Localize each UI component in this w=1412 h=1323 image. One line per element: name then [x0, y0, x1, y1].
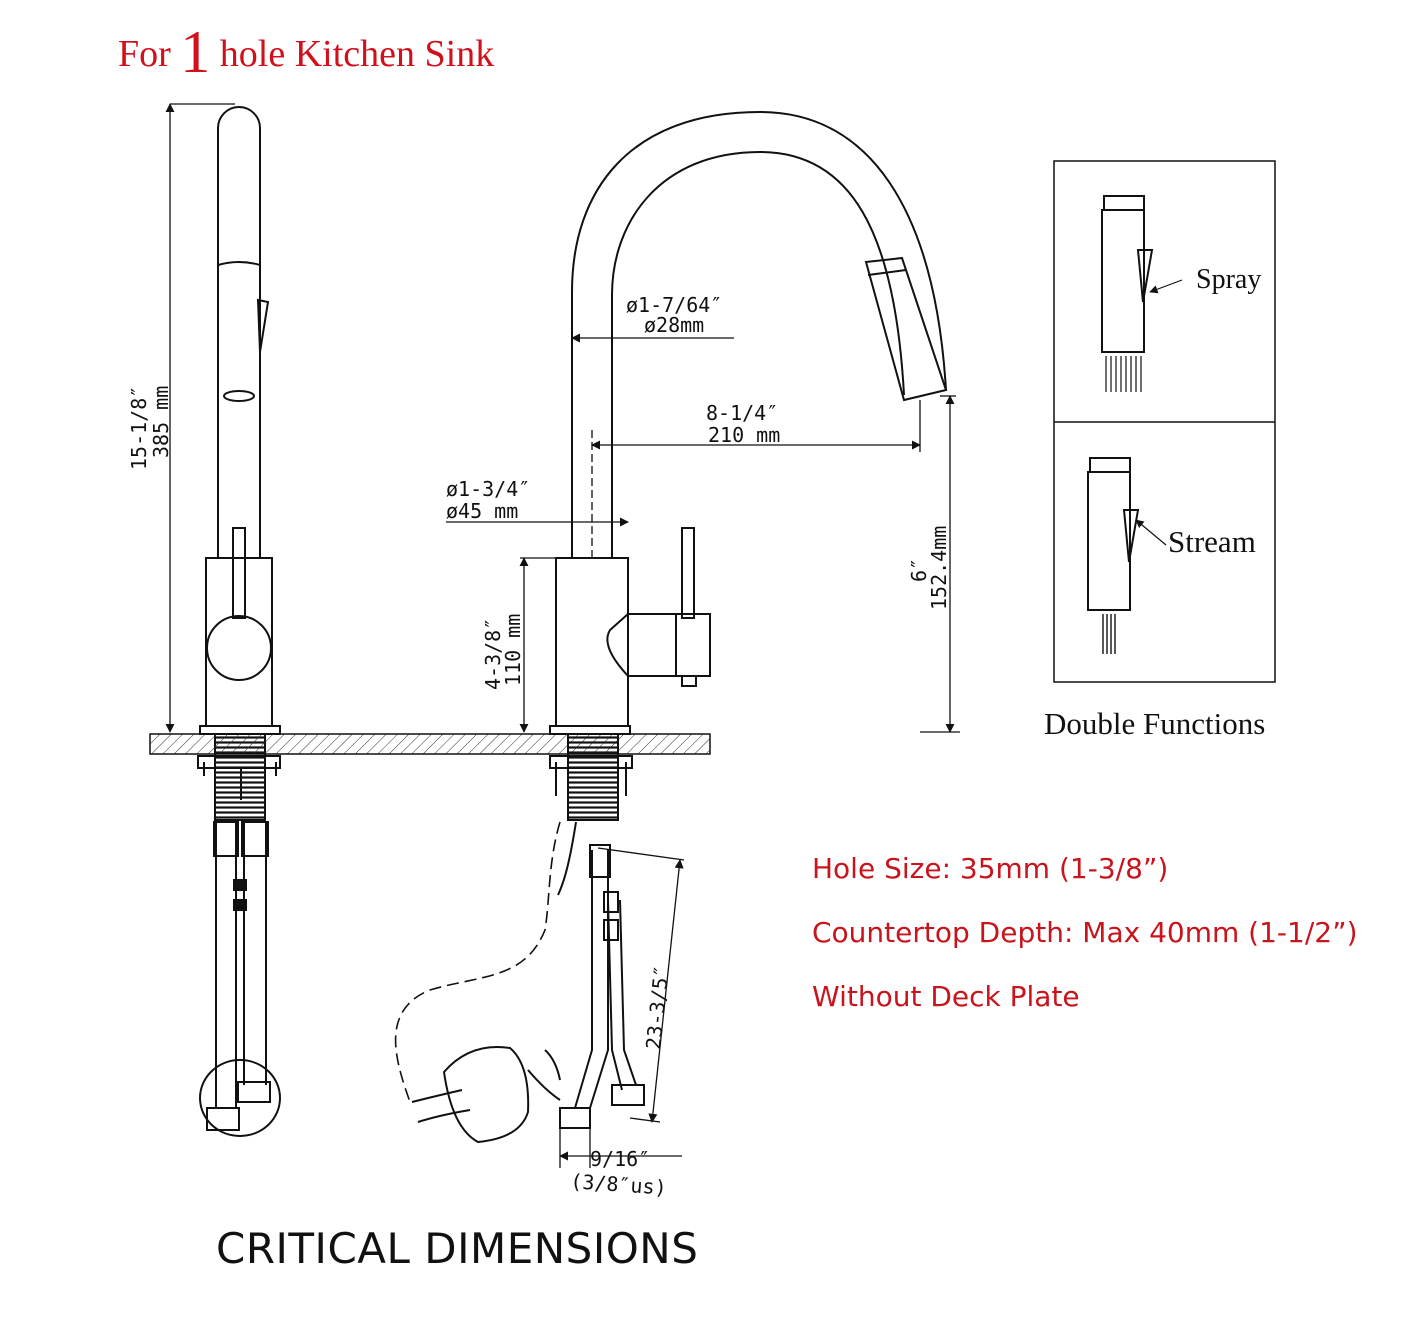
side-spray-outlet: [223, 390, 255, 402]
front-handle-cap: [675, 613, 711, 677]
note-deck-plate: Without Deck Plate: [812, 980, 1080, 1013]
countertop: [149, 733, 711, 755]
side-hose-nut-1: [206, 1107, 240, 1131]
front-mount-nut: [549, 755, 633, 769]
front-base: [549, 725, 631, 735]
double-functions-caption: Double Functions: [1044, 706, 1266, 741]
dim-reach-mm: 210 mm: [708, 423, 780, 447]
dim-spout-dia-in: ø1-7/64″: [626, 293, 722, 317]
front-shank-thread: [567, 733, 619, 821]
dim-total-height-mm: 385 mm: [149, 386, 173, 458]
side-handle-lever: [232, 527, 246, 619]
dim-body-height-in: 4-3/8″: [481, 618, 505, 690]
dim-connector-in: 9/16″: [590, 1147, 650, 1171]
note-countertop-depth: Countertop Depth: Max 40mm (1-1/2”): [812, 916, 1358, 949]
title-suffix: hole Kitchen Sink: [219, 33, 495, 75]
stream-label: Stream: [1168, 524, 1256, 559]
stream-head-illustration: [1087, 457, 1167, 654]
dim-body-height-mm: 110 mm: [501, 614, 525, 686]
double-function-panel: [1053, 160, 1276, 683]
side-base: [199, 725, 281, 735]
side-hose-loop: [199, 1059, 281, 1137]
title-prefix: For: [118, 33, 171, 75]
dim-body-dia-mm: ø45 mm: [446, 499, 518, 523]
spray-label: Spray: [1196, 264, 1261, 295]
front-body: [555, 557, 629, 727]
front-supply-hose-1: [574, 850, 609, 1109]
dim-reach-in: 8-1/4″: [706, 401, 778, 425]
side-sprayhead-joint: [217, 261, 261, 266]
front-spout-outer: [571, 110, 947, 558]
spray-head-illustration: [1101, 195, 1183, 392]
front-handle-lever: [681, 527, 695, 619]
front-hose-weight: [442, 1046, 530, 1144]
dim-total-height-in: 15-1/8″: [127, 386, 151, 470]
dim-spout-height-mm: 152.4mm: [927, 526, 951, 610]
dim-hose-length-in: 23-3/5″: [641, 964, 674, 1050]
front-spout-inner: [611, 150, 905, 558]
dimension-lines: [165, 103, 960, 1168]
side-mount-nut: [197, 755, 281, 769]
side-hose-nut-2: [237, 1081, 271, 1103]
side-handle-knob: [206, 615, 272, 681]
side-spray-trigger: [256, 298, 270, 353]
side-hose-right: [243, 822, 267, 1085]
dim-spout-height-in: 6″: [907, 558, 931, 582]
side-view: [197, 106, 281, 1137]
dim-body-dia-in: ø1-3/4″: [446, 477, 530, 501]
side-body: [205, 557, 273, 727]
front-supply-nut-1: [559, 1107, 591, 1129]
front-spray-head: [864, 256, 948, 402]
title-number: 1: [180, 19, 211, 85]
dim-spout-dia-mm: ø28mm: [644, 313, 704, 337]
front-handle-hub: [606, 613, 677, 677]
dim-hose-length-line: [648, 859, 684, 1123]
side-spout-tube: [217, 106, 261, 558]
page-title: For 1 hole Kitchen Sink: [118, 18, 494, 87]
front-supply-nut-2: [611, 1084, 645, 1106]
critical-dimensions-heading: CRITICAL DIMENSIONS: [216, 1224, 699, 1273]
front-supply-hose-2: [607, 899, 637, 1091]
front-view: [394, 110, 948, 1144]
note-hole-size: Hole Size: 35mm (1-3/8”): [812, 852, 1169, 885]
dim-connector-us: (3/8″us): [570, 1169, 668, 1200]
front-pullout-hose: [394, 821, 561, 1103]
